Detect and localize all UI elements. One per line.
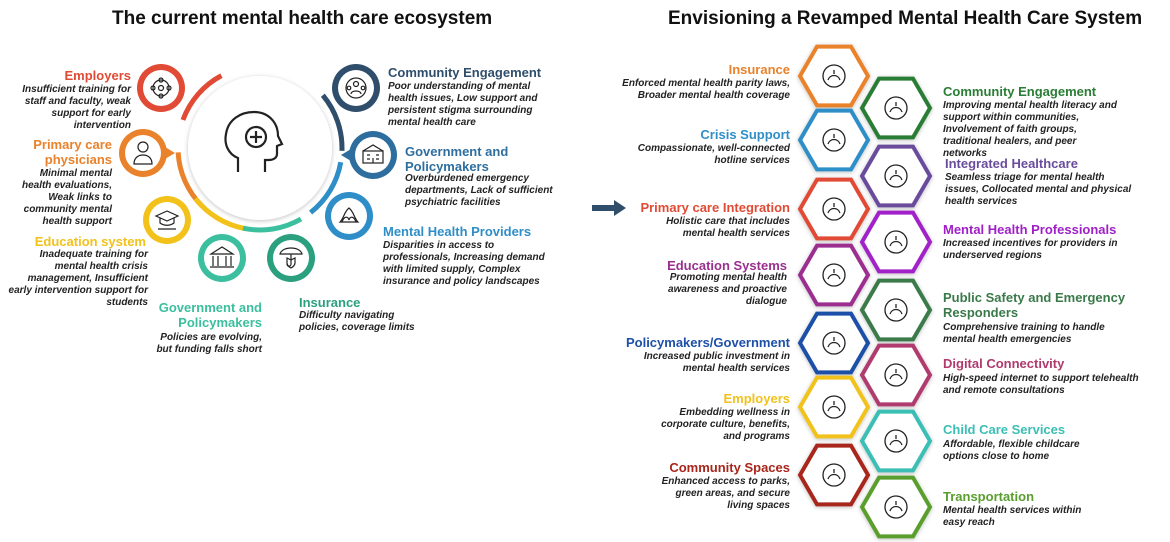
r-community-spaces-desc: Enhanced access to parks, green areas, a… <box>661 476 790 511</box>
education-label: Education system <box>34 234 146 249</box>
care-team-icon <box>822 197 846 221</box>
r-professionals-label: Mental Health Professionals <box>943 222 1117 237</box>
community-desc: Poor understanding of mental health issu… <box>388 81 538 128</box>
employers-desc: Insufficient training for staff and facu… <box>22 84 131 131</box>
r-engagement-label: Community Engagement <box>943 84 1097 99</box>
r-insurance-label: Insurance <box>728 62 790 77</box>
r-integrated-label: Integrated Healthcare <box>945 156 1078 171</box>
r-safety-desc: Comprehensive training to handle mental … <box>943 322 1105 345</box>
right-title: Envisioning a Revamped Mental Health Car… <box>668 8 1143 29</box>
r-education-label: Education Systems <box>667 258 787 273</box>
r-childcare-label: Child Care Services <box>943 422 1066 437</box>
primary-care-circle <box>119 129 175 177</box>
hex-left-1 <box>797 108 871 172</box>
r-crisis-label: Crisis Support <box>700 127 790 142</box>
org-chart-icon <box>884 164 908 188</box>
gov2-label: Government and Policymakers <box>405 144 509 174</box>
education-desc: Inadequate training for mental health cr… <box>8 249 148 308</box>
providers-label: Mental Health Providers <box>383 224 532 239</box>
r-primary-desc: Holistic care that includes mental healt… <box>666 216 790 239</box>
headset-gear-icon <box>822 128 846 152</box>
r-employers-desc: Embedding wellness in corporate culture,… <box>661 407 790 442</box>
r-engagement-desc: Improving mental health literacy and sup… <box>943 100 1117 159</box>
bus-icon <box>884 495 908 519</box>
education-circle <box>143 196 191 244</box>
hex-left-3 <box>797 243 871 307</box>
shield-team-icon <box>884 298 908 322</box>
head-cross-icon <box>884 230 908 254</box>
r-digital-label: Digital Connectivity <box>943 356 1065 371</box>
cycle-people-icon <box>822 463 846 487</box>
providers-desc: Disparities in access to professionals, … <box>383 240 545 287</box>
employers-circle <box>137 64 185 112</box>
r-transport-label: Transportation <box>943 489 1035 504</box>
insurance-circle <box>267 234 315 282</box>
government-circle <box>198 234 246 282</box>
hex-right-4 <box>859 343 933 407</box>
r-employers-label: Employers <box>723 391 790 406</box>
hex-right-6 <box>859 475 933 539</box>
r-policy-desc: Increased public investment in mental he… <box>643 351 790 374</box>
hex-left-4 <box>797 311 871 375</box>
hex-right-3 <box>859 278 933 342</box>
r-primary-label: Primary care Integration <box>640 200 790 215</box>
head-cross-icon <box>224 110 284 172</box>
r-digital-desc: High-speed internet to support telehealt… <box>943 373 1139 396</box>
hex-right-2 <box>859 210 933 274</box>
r-policy-label: Policymakers/Government <box>625 335 790 350</box>
r-insurance-desc: Enforced mental health parity laws, Broa… <box>622 78 790 101</box>
hex-right-1 <box>859 144 933 208</box>
r-crisis-desc: Compassionate, well-connected hotline se… <box>637 143 790 166</box>
gov2-desc: Overburdened emergency departments, Lack… <box>405 173 553 208</box>
insurance-document-icon <box>822 64 846 88</box>
hex-left-5 <box>797 375 871 439</box>
central-ring <box>175 63 345 233</box>
education-hands-icon <box>822 263 846 287</box>
community-circle <box>332 64 380 112</box>
government-label: Government and Policymakers <box>158 300 262 330</box>
r-community-spaces-label: Community Spaces <box>669 460 790 475</box>
community-label: Community Engagement <box>388 65 542 80</box>
hex-left-2 <box>797 177 871 241</box>
hex-right-0 <box>859 76 933 140</box>
providers-circle <box>325 192 373 240</box>
left-title: The current mental health care ecosystem <box>112 8 493 29</box>
globe-network-icon <box>884 363 908 387</box>
child-care-icon <box>884 429 908 453</box>
insurance-label: Insurance <box>299 295 361 310</box>
r-education-desc: Promoting mental health awareness and pr… <box>668 272 787 307</box>
hex-right-5 <box>859 409 933 473</box>
r-professionals-desc: Increased incentives for providers in un… <box>943 238 1118 261</box>
gov2-circle <box>341 131 397 179</box>
hex-left-6 <box>797 443 871 507</box>
hex-left-0 <box>797 44 871 108</box>
government-building-icon <box>822 331 846 355</box>
r-safety-label: Public Safety and Emergency Responders <box>943 290 1126 320</box>
primary-care-desc: Minimal mental health evaluations, Weak … <box>21 168 112 227</box>
r-transport-desc: Mental health services within easy reach <box>943 505 1082 528</box>
transition-arrow <box>592 200 626 216</box>
community-group-icon <box>884 96 908 120</box>
insurance-desc: Difficulty navigating policies, coverage… <box>299 310 415 333</box>
r-integrated-desc: Seamless triage for mental health issues… <box>945 172 1132 207</box>
primary-care-label: Primary care physicians <box>33 137 112 167</box>
government-desc: Policies are evolving, but funding falls… <box>156 332 262 355</box>
people-network-icon <box>822 395 846 419</box>
r-childcare-desc: Affordable, flexible childcare options c… <box>943 439 1080 462</box>
employers-label: Employers <box>64 68 131 83</box>
